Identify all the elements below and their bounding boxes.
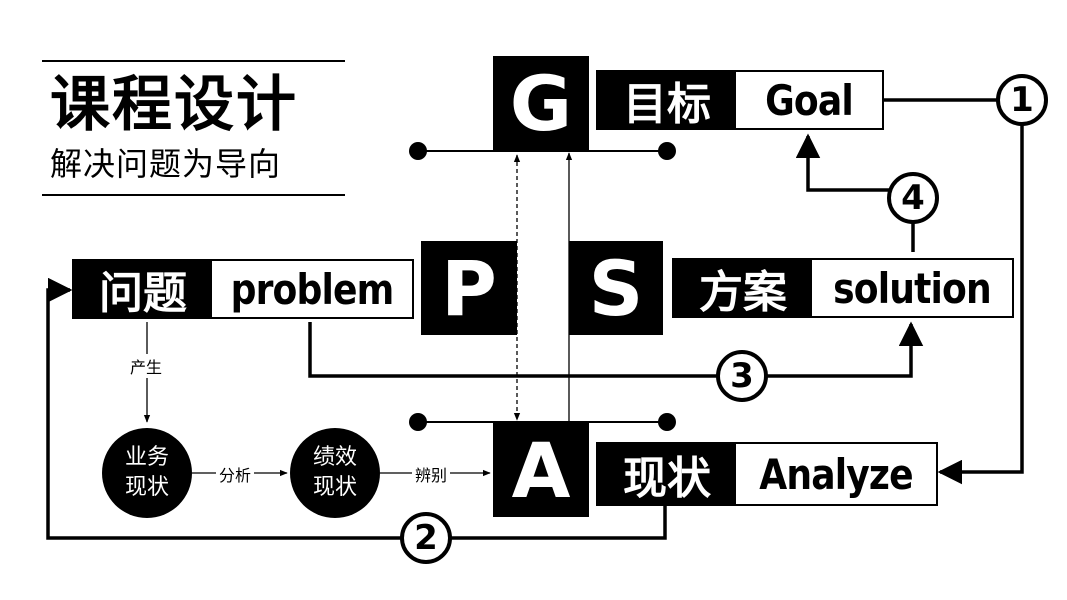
identify-label: 辨别 [412,462,451,486]
performance-status-label: 绩效 现状 [312,445,357,500]
goal-box: 目标 Goal [596,70,884,130]
problem-cn-label: 问题 [74,261,212,319]
letter-g: G [493,56,589,150]
business-status-circle: 业务 现状 [102,428,192,518]
analyze-box: 现状 Analyze [596,442,938,506]
path-3 [308,321,924,378]
a-bar-dot-left [409,413,427,431]
analyze-label: 分析 [216,462,255,486]
business-status-label: 业务 现状 [124,445,169,500]
solution-en-label: solution [833,263,992,313]
title-rule-bottom [42,194,345,196]
g-bar-dot-right [658,142,676,160]
goal-en-label: Goal [765,75,854,125]
step-3-badge: 3 [716,350,768,402]
solution-cn-label: 方案 [674,260,812,318]
analyze-en-label: Analyze [759,449,913,499]
path-2 [46,277,667,540]
a-bar-dot-right [658,413,676,431]
step-1-badge: 1 [996,74,1048,126]
page-subtitle: 解决问题为导向 [50,145,282,183]
analyze-cn-label: 现状 [598,444,736,504]
title-rule-top [42,60,345,62]
problem-box: 问题 problem [72,259,414,319]
letter-a: A [493,423,589,517]
step-2-badge: 2 [400,512,452,564]
title-block: 课程设计 解决问题为导向 [42,60,345,196]
step-4-badge: 4 [887,172,939,224]
g-bar-dot-left [409,142,427,160]
produce-label: 产生 [127,354,166,378]
performance-status-circle: 绩效 现状 [290,428,380,518]
letter-s: S [569,241,663,335]
path-1 [884,98,1024,485]
goal-cn-label: 目标 [598,72,736,130]
letter-p: P [421,241,517,335]
page-title: 课程设计 [50,70,298,140]
problem-en-label: problem [230,264,395,314]
solution-box: 方案 solution [672,258,1014,318]
